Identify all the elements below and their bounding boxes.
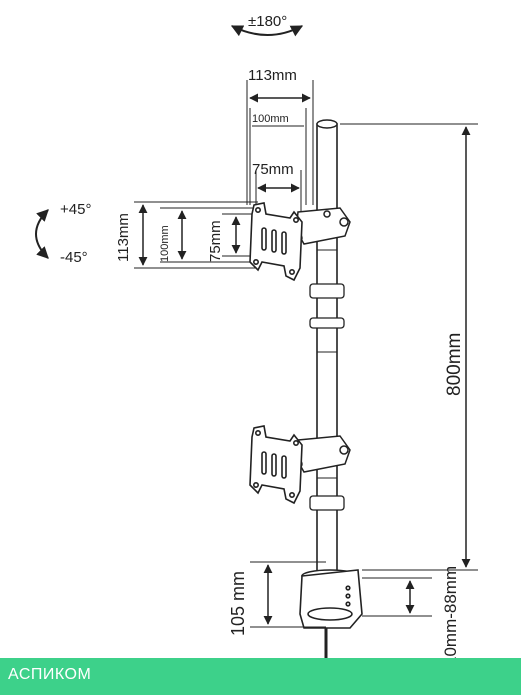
vesa-width-dimensions: [246, 80, 314, 215]
vesa-width-inner-label: 75mm: [252, 161, 294, 178]
tilt-up-label: +45°: [60, 201, 91, 218]
pole-height-label: 800mm: [444, 333, 465, 396]
clamp-depth-dimension: [250, 561, 326, 628]
footer-bar: АСПИКОМ: [0, 658, 521, 695]
brand-label: АСПИКОМ: [8, 666, 92, 683]
vesa-height-mid-label: 100mm: [159, 225, 171, 262]
tilt-rotation-icon: [35, 209, 49, 259]
pole-height-dimension: [340, 123, 478, 571]
upper-vesa-plate: [249, 202, 303, 282]
vesa-width-outer-label: 113mm: [248, 67, 297, 84]
vesa-width-mid-label: 100mm: [252, 113, 289, 125]
vesa-height-inner-label: 75mm: [207, 220, 224, 262]
desk-thickness-label: 10mm-88mm: [441, 566, 460, 666]
swivel-label: ±180°: [248, 13, 287, 30]
vesa-height-outer-label: 113mm: [115, 213, 132, 262]
vesa-height-dimensions: [134, 201, 258, 269]
desk-thickness-dimension: [362, 577, 432, 617]
swivel-rotation-icon: [230, 25, 304, 37]
lower-vesa-plate: [249, 425, 303, 505]
tilt-down-label: -45°: [60, 249, 88, 266]
clamp-depth-label: 105 mm: [228, 571, 248, 636]
pole-collars: [309, 283, 345, 511]
